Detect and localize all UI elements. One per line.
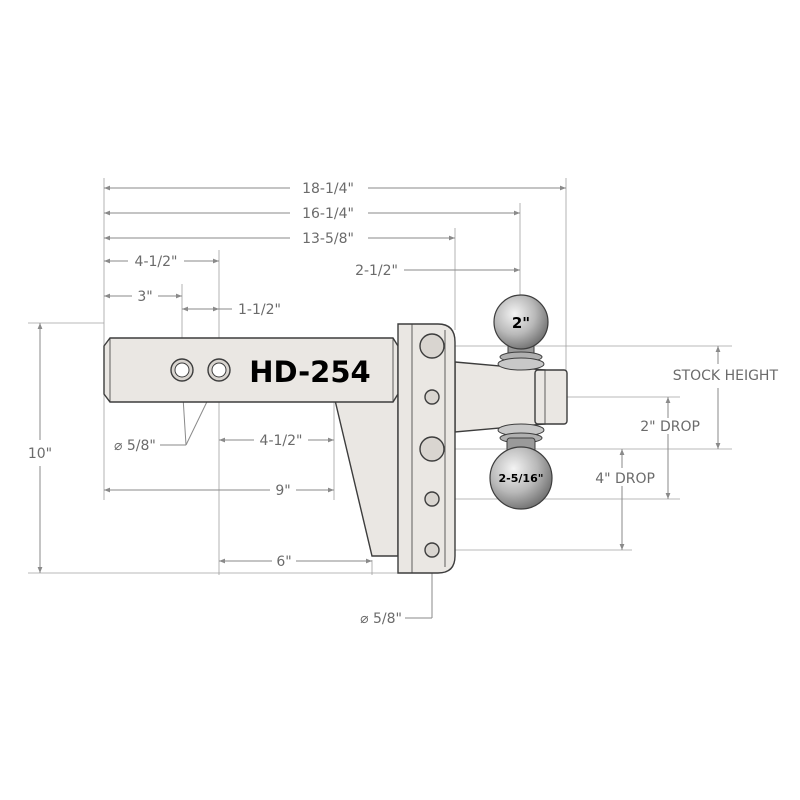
top-ball (493, 294, 549, 371)
plate-hole-4 (424, 491, 440, 507)
dim-length-to-top-ball: 16-1/4" (302, 206, 354, 222)
plate-hole-2 (424, 389, 440, 405)
dim-overall-length: 18-1/4" (302, 181, 354, 197)
dim-plate-hole-dia: ⌀ 5/8" (360, 611, 402, 627)
label-stock-height: STOCK HEIGHT (673, 368, 779, 384)
hitch-part (103, 294, 568, 574)
label-4-drop: 4" DROP (595, 471, 655, 487)
gusset (333, 395, 399, 557)
plate-hole-1 (419, 333, 445, 359)
dimension-lines (104, 185, 566, 564)
ball-mount-arm (454, 361, 546, 433)
dim-hole-spacing: 1-1/2" (238, 302, 281, 318)
labels: HD-254 2" 2-5/16" 18-1/4" 16-1/4" 13-5/8… (28, 181, 779, 627)
dim-length-to-plate: 13-5/8" (302, 231, 354, 247)
dim-shank-to-bottom: 6" (276, 554, 291, 570)
plate-hole-3 (419, 436, 445, 462)
dim-overall-height: 10" (28, 446, 52, 462)
ball-block (534, 369, 568, 425)
plate-hole-5 (424, 542, 440, 558)
dim-plate-to-ball: 2-1/2" (355, 263, 398, 279)
model-label: HD-254 (249, 355, 370, 389)
dim-shank-hole-dia: ⌀ 5/8" (114, 438, 156, 454)
bottom-ball-size: 2-5/16" (499, 472, 544, 485)
dim-hole-inner: 3" (137, 289, 152, 305)
label-2-drop: 2" DROP (640, 419, 700, 435)
dim-gusset-offset: 4-1/2" (260, 433, 303, 449)
top-ball-size: 2" (512, 314, 530, 332)
bottom-ball (489, 423, 553, 510)
dim-hole-outer: 4-1/2" (135, 254, 178, 270)
dim-gusset-length: 9" (275, 483, 290, 499)
vertical-dimension-lines (37, 323, 721, 573)
